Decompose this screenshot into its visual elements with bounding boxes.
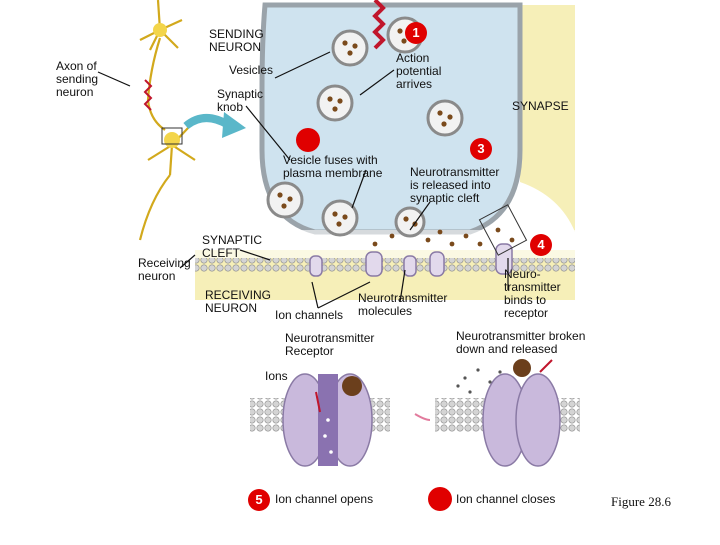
label-sending-neuron: SENDING NEURON [209, 27, 264, 54]
label-nt-receptor: Neurotransmitter Receptor [285, 331, 375, 358]
cleft-neurotransmitter [372, 227, 515, 247]
zoom-arrowhead-icon [222, 112, 246, 138]
step-badge-5: 5 [248, 489, 270, 511]
label-nt-broken: Neurotransmitter broken down and release… [456, 329, 586, 356]
label-ions: Ions [265, 369, 288, 383]
label-nt-binds: Neuro- transmitter binds to receptor [504, 267, 561, 320]
label-receiving-neuron-caps: RECEIVING NEURON [205, 288, 272, 315]
label-axon: Axon of sending neuron [56, 59, 99, 99]
receptor-zoom-box [478, 204, 528, 256]
vesicles [266, 16, 464, 238]
label-synaptic-cleft: SYNAPTIC CLEFT [202, 233, 263, 260]
zoom-box [161, 127, 183, 145]
label-nt-released: Neurotransmitter is released into synapt… [410, 165, 500, 205]
label-receiving-neuron: Receiving neuron [138, 256, 191, 283]
step-badge-3: 3 [470, 138, 492, 160]
label-channel-opens: Ion channel opens [275, 492, 374, 506]
label-action-potential: Action potential arrives [396, 51, 442, 91]
step-badge-1: 1 [405, 22, 427, 44]
open-ion-channel [282, 373, 373, 467]
label-nt-molecules: Neurotransmitter molecules [358, 291, 448, 318]
label-channel-closes: Ion channel closes [456, 492, 556, 506]
vesicle [266, 181, 304, 219]
membrane-receptors [309, 243, 513, 277]
sending-neuron-soma [153, 23, 167, 37]
leader-lines [97, 51, 509, 309]
label-synaptic-knob: Synaptic knob [217, 87, 264, 114]
vesicle [321, 199, 359, 237]
vesicle [394, 206, 426, 238]
vesicle [331, 29, 369, 67]
vesicle-contents [277, 28, 453, 227]
figure-caption: Figure 28.6 [611, 494, 671, 509]
label-vesicle-fuses: Vesicle fuses with plasma membrane [283, 153, 383, 180]
step-badge-4: 4 [530, 234, 552, 256]
action-potential-icon [372, 0, 386, 50]
neuron-impulse-icon [143, 79, 153, 111]
transition-arrow-icon [414, 413, 431, 421]
label-ion-channels: Ion channels [275, 308, 344, 322]
step-badge-2 [296, 128, 320, 152]
released-fragments [456, 368, 502, 394]
sending-neuron-sketch [138, 0, 196, 241]
vesicle [426, 99, 464, 137]
vesicle [316, 84, 354, 122]
postsynaptic-membrane [195, 258, 575, 272]
label-vesicles: Vesicles [229, 63, 274, 77]
step-badge-6 [428, 487, 452, 511]
receiving-neuron-soma [164, 132, 180, 148]
label-synapse: SYNAPSE [512, 99, 569, 113]
closed-ion-channel [482, 359, 561, 467]
